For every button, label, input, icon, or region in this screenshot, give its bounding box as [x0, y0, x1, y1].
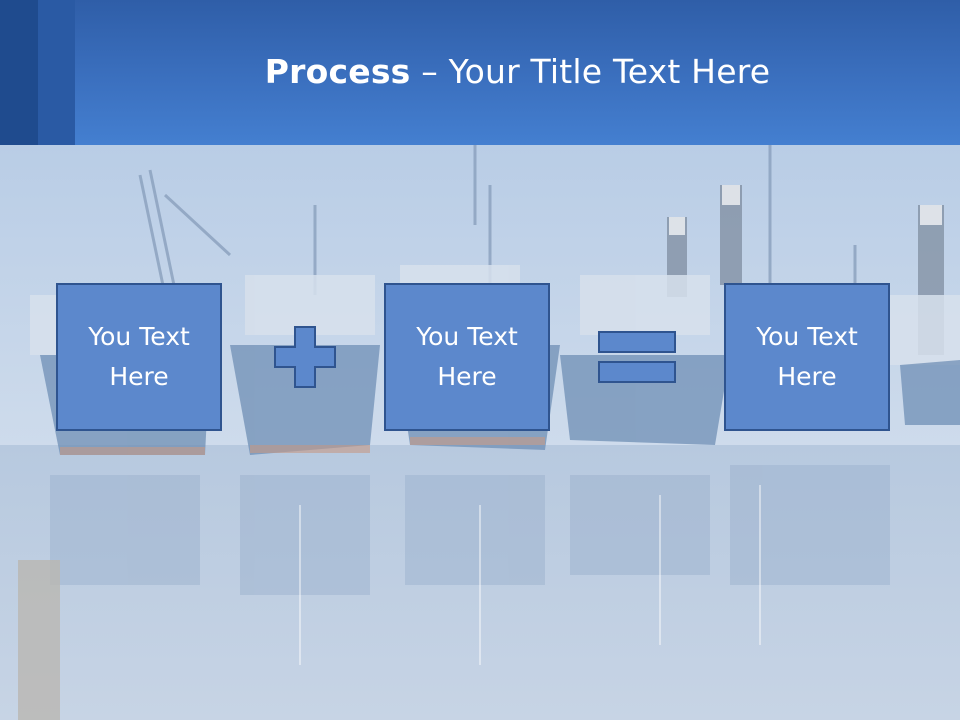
title-bar: Process – Your Title Text Here [0, 0, 960, 145]
process-box-1[interactable]: You Text Here [56, 283, 222, 431]
slide-title-bold: Process [264, 52, 411, 91]
process-box-2[interactable]: You Text Here [384, 283, 550, 431]
slide-title-rest: – Your Title Text Here [410, 52, 771, 91]
process-box-1-text: You Text Here [88, 322, 190, 391]
header-accent-strip [0, 0, 38, 145]
header-accent-strip [38, 0, 75, 145]
harbor-background-image [0, 145, 960, 720]
slide-title: Process – Your Title Text Here [75, 52, 960, 91]
equals-icon [598, 331, 676, 383]
process-box-3[interactable]: You Text Here [724, 283, 890, 431]
plus-icon [274, 326, 336, 388]
process-box-3-text: You Text Here [756, 322, 858, 391]
process-box-2-text: You Text Here [416, 322, 518, 391]
